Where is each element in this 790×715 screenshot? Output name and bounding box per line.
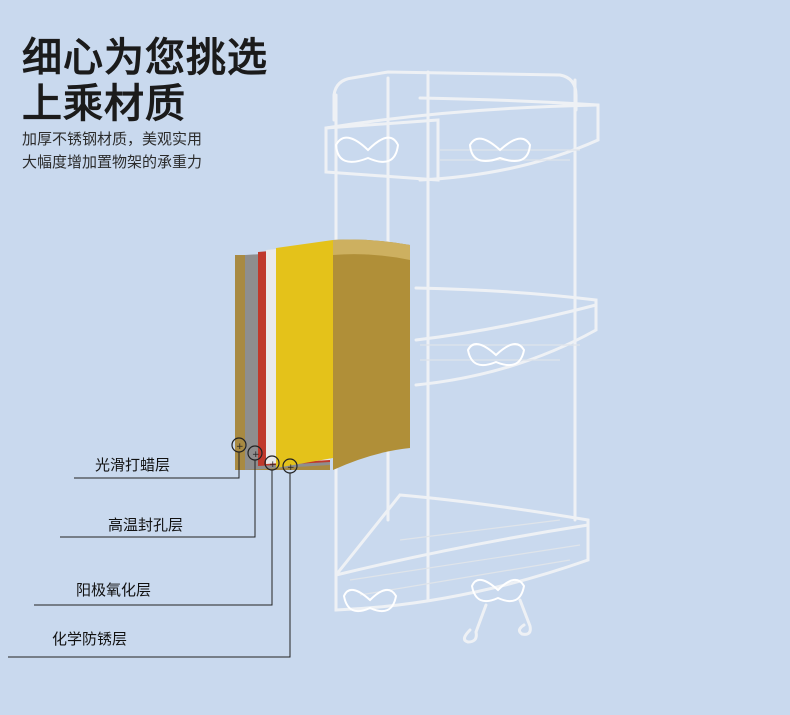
layer-label-anti-rust: 化学防锈层 bbox=[52, 630, 128, 648]
material-layers-illustration bbox=[235, 239, 410, 470]
headline-line-2: 上乘材质 bbox=[22, 81, 186, 127]
subheadline-line-1: 加厚不锈钢材质，美观实用 bbox=[22, 130, 203, 148]
butterfly-ornament-icon bbox=[334, 136, 532, 612]
layer-label-wax: 光滑打蜡层 bbox=[95, 456, 171, 474]
svg-text:+: + bbox=[269, 460, 277, 470]
subheadline-line-2: 大幅度增加置物架的承重力 bbox=[22, 153, 203, 171]
headline-line-1: 细心为您挑选 bbox=[22, 35, 268, 81]
layer-label-sealing: 高温封孔层 bbox=[108, 516, 184, 534]
svg-text:+: + bbox=[236, 442, 244, 452]
svg-text:+: + bbox=[287, 463, 295, 473]
svg-text:+: + bbox=[252, 450, 260, 460]
layer-label-anodized: 阳极氧化层 bbox=[76, 581, 152, 599]
